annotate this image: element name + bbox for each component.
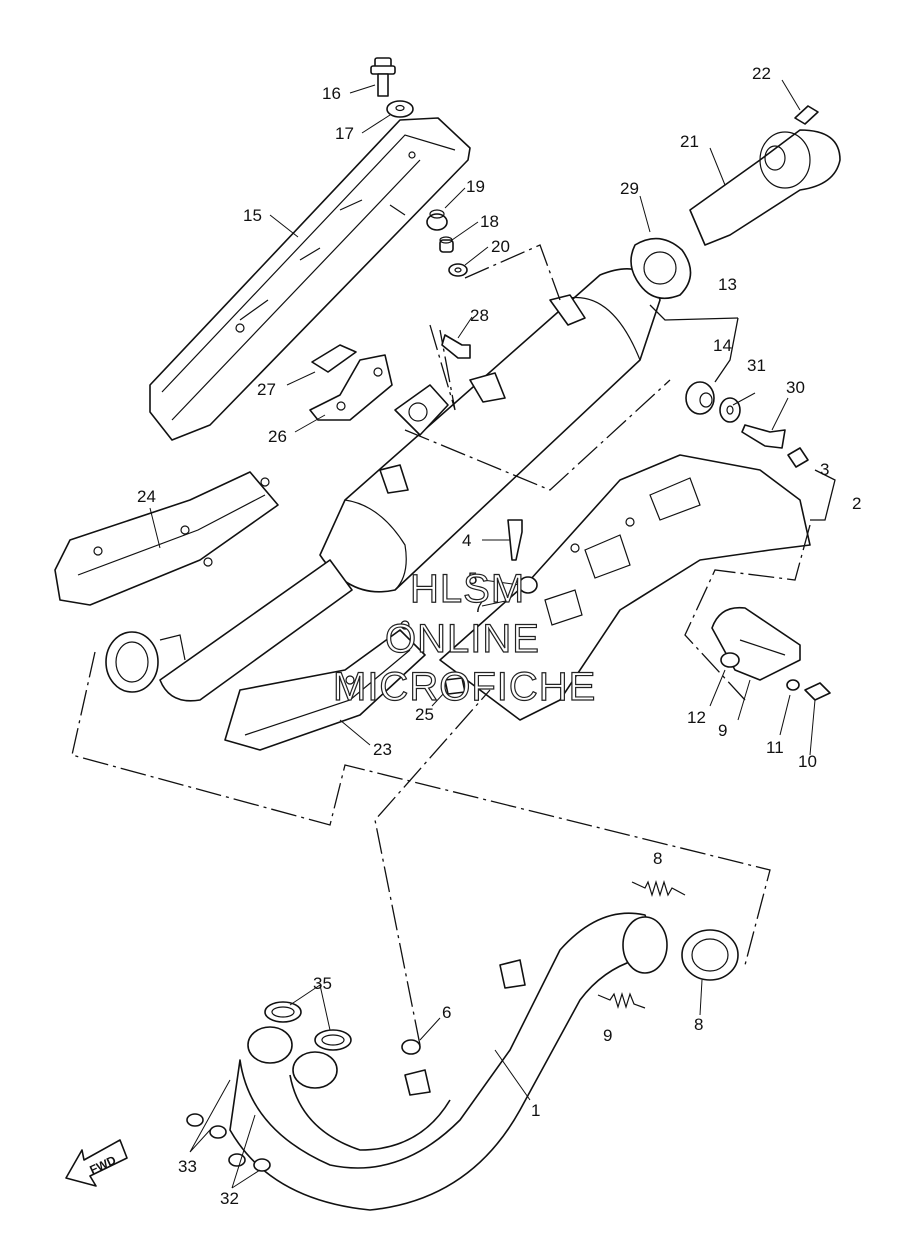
collar-part-19 <box>439 236 454 253</box>
stay-part-27 <box>309 354 393 421</box>
bolt-part-4 <box>507 519 523 561</box>
bracket-part-2 <box>439 454 811 721</box>
washer-part-6 <box>401 1039 421 1055</box>
callout-1: 1 <box>531 1101 540 1120</box>
bolt-part-17 <box>370 57 396 97</box>
callout-6: 6 <box>442 1003 451 1022</box>
callout-32: 31 <box>747 356 766 375</box>
washer-part-21 <box>448 263 468 277</box>
callout-20: 19 <box>466 177 485 196</box>
callout-4: 4 <box>462 531 471 550</box>
tail-pipe-part-22 <box>689 129 841 246</box>
heat-shield-part-16 <box>149 117 471 441</box>
callout-10: 9 <box>718 721 727 740</box>
callout-31: 30 <box>786 378 805 397</box>
callout-23: 22 <box>752 64 771 83</box>
callout-18: 17 <box>335 124 354 143</box>
nut-part-3 <box>787 447 809 468</box>
callout-8: 8 <box>694 1015 703 1034</box>
callout-30: 29 <box>620 179 639 198</box>
spring-part-9 <box>597 879 686 1010</box>
damper-part-28 <box>311 344 357 373</box>
leader-lines <box>149 79 816 1189</box>
callout-3: 3 <box>820 460 829 479</box>
muffler-part-14 <box>319 268 661 593</box>
nut-part-34 <box>186 1113 227 1139</box>
gasket-part-8 <box>681 929 739 981</box>
washer-part-12 <box>786 679 800 691</box>
callout-labels: 16 17 15 19 18 20 28 22 21 29 13 14 31 3… <box>137 64 861 1208</box>
damper-part-15 <box>685 381 715 415</box>
callout-21: 20 <box>491 237 510 256</box>
watermark-line-3: MICROFICHE <box>333 665 596 709</box>
fwd-arrow-icon: FWD <box>65 1139 128 1187</box>
bolt-part-31 <box>741 424 786 449</box>
callout-11: 10 <box>798 752 817 771</box>
callout-27: 26 <box>268 427 287 446</box>
washer-part-32 <box>719 397 741 423</box>
bolt-part-11 <box>804 682 831 701</box>
callout-16: 15 <box>243 206 262 225</box>
callout-13: 12 <box>687 708 706 727</box>
callout-26: 25 <box>415 705 434 724</box>
watermark-line-1: HLSM <box>410 567 525 611</box>
callout-22: 21 <box>680 132 699 151</box>
callout-7: 7 <box>474 597 483 616</box>
callout-34: 33 <box>178 1157 197 1176</box>
callout-15: 14 <box>713 336 732 355</box>
washer-part-18 <box>386 100 414 118</box>
callout-35: 35 <box>313 974 332 993</box>
gasket-part-30 <box>630 237 692 300</box>
callout-24: 23 <box>373 740 392 759</box>
callout-9-upper: 8 <box>653 849 662 868</box>
protector-part-25 <box>54 471 279 606</box>
callout-17: 16 <box>322 84 341 103</box>
callout-9-lower: 9 <box>603 1026 612 1045</box>
bolt-part-23 <box>794 105 819 125</box>
callout-2: 2 <box>852 494 861 513</box>
gasket-part-35 <box>264 1001 352 1051</box>
callout-14: 13 <box>718 275 737 294</box>
watermark-line-2: ONLINE <box>385 617 540 661</box>
callout-12: 11 <box>766 738 784 757</box>
protector-part-10 <box>711 606 801 681</box>
callout-25: 24 <box>137 487 156 506</box>
protector-part-24 <box>224 620 426 751</box>
assembly-lines <box>71 244 836 1046</box>
grommet-part-20 <box>426 209 448 231</box>
watermark: HLSM ONLINE MICROFICHE <box>332 566 596 709</box>
callout-5: 5 <box>468 569 477 588</box>
washer-part-13 <box>720 652 740 668</box>
bolt-part-26 <box>444 677 466 695</box>
nut-part-33 <box>228 1153 271 1172</box>
callout-33: 32 <box>220 1189 239 1208</box>
callout-28: 27 <box>257 380 276 399</box>
exhaust-pipe-part-1 <box>229 912 668 1211</box>
bolt-part-29 <box>441 334 471 359</box>
mid-pipe <box>105 559 353 702</box>
callout-29: 28 <box>470 306 489 325</box>
callout-19: 18 <box>480 212 499 231</box>
